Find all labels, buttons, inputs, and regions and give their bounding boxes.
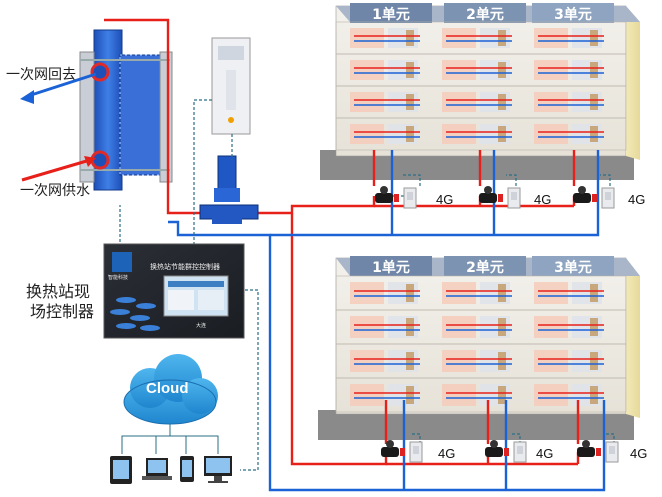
monitor-icon xyxy=(204,456,232,483)
laptop-icon xyxy=(142,458,172,480)
signal-label: 4G xyxy=(628,192,646,207)
building-bottom xyxy=(318,256,640,440)
cloud-icon xyxy=(123,354,218,425)
controller-label-line1: 换热站现 xyxy=(26,282,91,301)
unit-label: 3单元 xyxy=(554,7,592,23)
valve-icon xyxy=(577,440,601,457)
signal-label: 4G xyxy=(438,446,456,461)
pump-icon xyxy=(199,155,259,224)
valve-icon xyxy=(479,186,503,203)
return-line-label: 一次网回去 xyxy=(6,67,76,83)
controller-panel xyxy=(103,243,245,339)
return-line-arrow xyxy=(27,72,97,98)
unit-label: 3单元 xyxy=(554,260,592,276)
controller-title: 换热站节能群控控制器 xyxy=(150,263,220,271)
building-top xyxy=(320,3,640,180)
meter-icon xyxy=(409,441,423,463)
valve-icon xyxy=(381,440,405,457)
controller-footer: 大连 xyxy=(196,323,207,329)
meter-icon xyxy=(605,441,619,463)
valve-icon xyxy=(573,186,597,203)
phone-icon xyxy=(180,456,194,482)
unit-label: 1单元 xyxy=(372,7,410,23)
heat-exchanger-icon xyxy=(79,29,173,191)
signal-label: 4G xyxy=(630,446,648,461)
cloud-links xyxy=(121,424,219,454)
unit-label: 2单元 xyxy=(466,260,504,276)
meter-icon xyxy=(507,187,521,209)
unit-label: 1单元 xyxy=(372,260,410,276)
valve-icon xyxy=(375,186,399,203)
controller-label-line2: 场控制器 xyxy=(30,302,95,321)
meter-icon xyxy=(513,441,527,463)
signal-label: 4G xyxy=(436,192,454,207)
supply-line-label: 一次网供水 xyxy=(20,183,90,199)
signal-label: 4G xyxy=(536,446,554,461)
tablet-icon xyxy=(110,456,132,484)
meter-icon xyxy=(403,187,417,209)
supply-line-arrow xyxy=(21,158,91,182)
cloud-label: Cloud xyxy=(146,380,189,397)
valve-icon xyxy=(485,440,509,457)
signal-label: 4G xyxy=(534,192,552,207)
inverter-icon xyxy=(211,37,251,135)
meter-icon xyxy=(601,187,615,209)
controller-brand: 智能科技 xyxy=(108,275,129,281)
unit-label: 2单元 xyxy=(466,7,504,23)
